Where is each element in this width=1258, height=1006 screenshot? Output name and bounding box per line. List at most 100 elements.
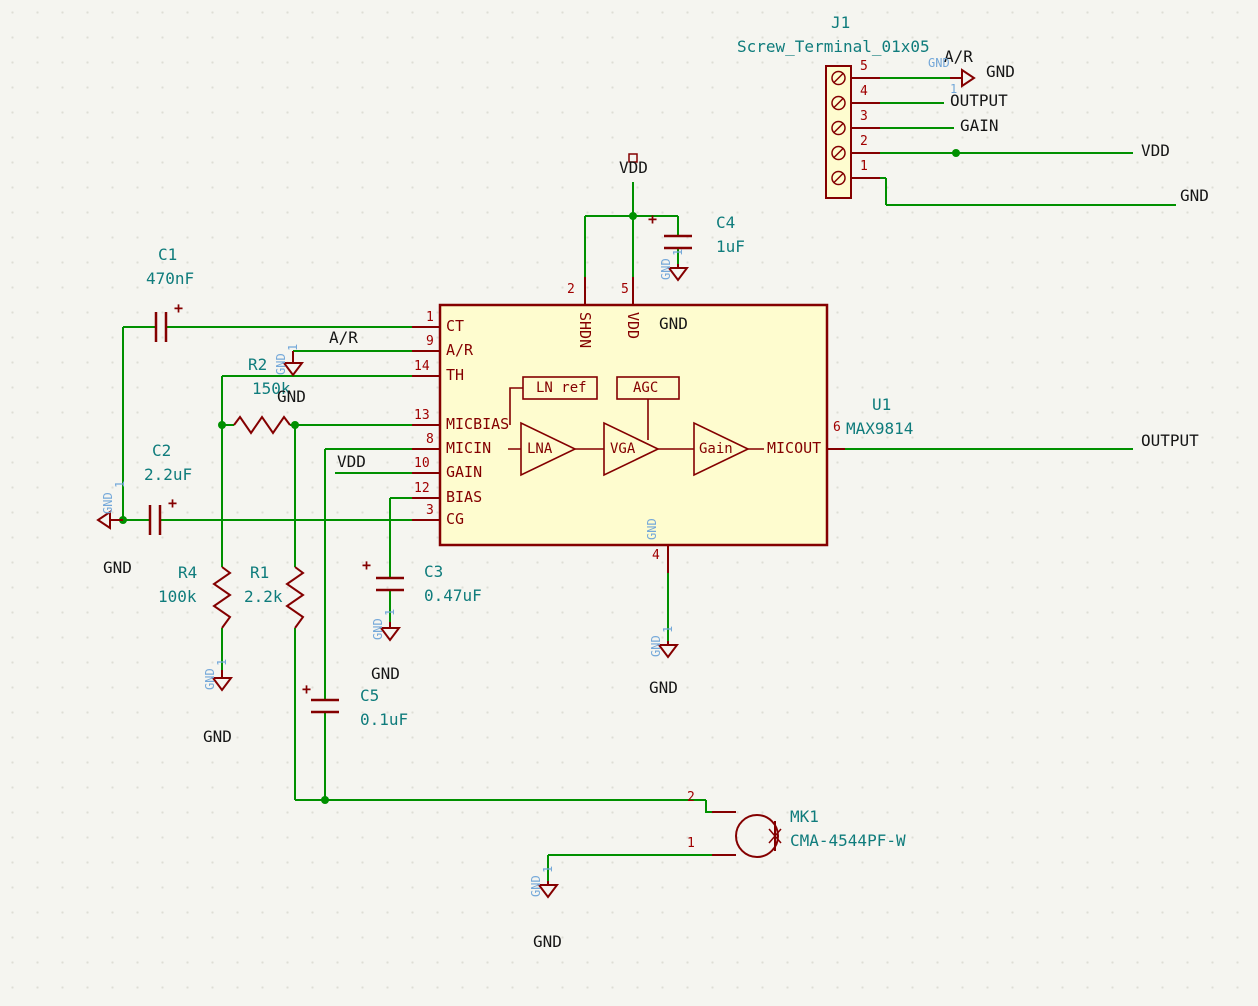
c5-symbol[interactable] — [311, 698, 339, 714]
gnd-text-c2[interactable]: GND — [103, 558, 132, 577]
gnd-symbol-c4[interactable] — [667, 264, 689, 282]
mk1-symbol[interactable] — [712, 811, 782, 858]
u1-pin-num-4: 4 — [652, 548, 660, 563]
u1-pin-num-13: 13 — [414, 408, 430, 423]
c4-plus-sign: + — [648, 210, 658, 228]
net-label-ar-j1[interactable]: A/R — [944, 47, 973, 66]
net-label-output-j1[interactable]: OUTPUT — [950, 91, 1008, 110]
c2-plus-sign: + — [168, 494, 178, 512]
u1-ref[interactable]: U1 — [872, 395, 892, 414]
u1-pin-num-1: 1 — [426, 310, 434, 325]
r2-symbol[interactable] — [233, 415, 291, 435]
net-label-vdd-gain[interactable]: VDD — [337, 452, 366, 471]
c2-ref[interactable]: C2 — [152, 441, 172, 460]
c4-ref[interactable]: C4 — [716, 213, 736, 232]
gnd-text-j1-pin5[interactable]: GND — [986, 62, 1015, 81]
gnd-text-c3[interactable]: GND — [371, 664, 400, 683]
gnd-text-j1-pin1[interactable]: GND — [1180, 186, 1209, 205]
u1-pin-name-vdd: VDD — [624, 312, 642, 340]
net-label-vdd-j1[interactable]: VDD — [1141, 141, 1170, 160]
c3-value[interactable]: 0.47uF — [424, 586, 482, 605]
r4-symbol[interactable] — [212, 566, 232, 629]
gnd-text-u1[interactable]: GND — [649, 678, 678, 697]
mk1-pin-num-2: 2 — [687, 790, 695, 805]
u1-pin-num-2: 2 — [567, 282, 575, 297]
r4-ref[interactable]: R4 — [178, 563, 198, 582]
u1-pin-num-12: 12 — [414, 481, 430, 496]
gnd-hidden-num-ar: 1 — [286, 343, 300, 351]
u1-pin-name-micbias: MICBIAS — [446, 415, 510, 433]
gnd-hidden-name-c3: GND — [371, 618, 385, 640]
gnd-hidden-name-u1: GND — [649, 635, 663, 657]
vdd-wire-end-square — [628, 153, 638, 163]
net-label-vdd-top[interactable]: VDD — [619, 158, 648, 177]
u1-value[interactable]: MAX9814 — [846, 419, 914, 438]
net-label-output-right[interactable]: OUTPUT — [1141, 431, 1199, 450]
u1-symbol[interactable] — [412, 277, 845, 573]
r4-value[interactable]: 100k — [158, 587, 197, 606]
u1-pin-name-micout: MICOUT — [767, 439, 822, 457]
gnd-text-c4[interactable]: GND — [659, 314, 688, 333]
j1-symbol[interactable] — [825, 65, 880, 199]
gnd-hidden-name-j1: GND — [928, 56, 950, 70]
u1-pin-name-th: TH — [446, 366, 465, 384]
mk1-pin-num-1: 1 — [687, 836, 695, 851]
c5-value[interactable]: 0.1uF — [360, 710, 409, 729]
c4-value[interactable]: 1uF — [716, 237, 745, 256]
net-label-ar-left[interactable]: A/R — [329, 328, 358, 347]
gnd-hidden-num-mic: 1 — [541, 865, 555, 873]
gnd-text-ar[interactable]: GND — [277, 387, 306, 406]
u1-pin-num-9: 9 — [426, 334, 434, 349]
gnd-hidden-name-ar: GND — [274, 353, 288, 375]
gnd-text-mic[interactable]: GND — [533, 932, 562, 951]
c2-value[interactable]: 2.2uF — [144, 465, 193, 484]
gnd-hidden-name-c4: GND — [659, 258, 673, 280]
r1-ref[interactable]: R1 — [250, 563, 270, 582]
gnd-hidden-name-c2: GND — [101, 492, 115, 514]
c5-plus-sign: + — [302, 680, 312, 698]
r2-value[interactable]: 150k — [252, 379, 291, 398]
mk1-ref[interactable]: MK1 — [790, 807, 819, 826]
c1-symbol[interactable] — [154, 312, 168, 342]
gnd-hidden-num-c3: 1 — [383, 608, 397, 616]
c1-value[interactable]: 470nF — [146, 269, 195, 288]
mk1-value[interactable]: CMA-4544PF-W — [790, 831, 906, 850]
r1-value[interactable]: 2.2k — [244, 587, 283, 606]
u1-pin-name-ar: A/R — [446, 341, 474, 359]
gnd-symbol-j1[interactable] — [950, 68, 976, 88]
wire-net[interactable] — [122, 77, 1176, 881]
u1-pin-name-gnd-bottom: GND — [645, 518, 659, 540]
junction-dot — [119, 149, 960, 804]
net-label-gain-j1[interactable]: GAIN — [960, 116, 999, 135]
r2-ref[interactable]: R2 — [248, 355, 268, 374]
gnd-symbol-ar[interactable] — [282, 351, 304, 377]
c1-ref[interactable]: C1 — [158, 245, 178, 264]
gnd-symbol-mic[interactable] — [537, 881, 559, 899]
gnd-symbol-c3[interactable] — [379, 622, 401, 642]
j1-ref[interactable]: J1 — [831, 13, 851, 32]
c4-symbol[interactable] — [664, 234, 692, 250]
gnd-symbol-c2[interactable] — [96, 510, 123, 530]
u1-block-gain: Gain — [699, 441, 733, 457]
c3-ref[interactable]: C3 — [424, 562, 444, 581]
gnd-text-r4[interactable]: GND — [203, 727, 232, 746]
j1-pin-num-2: 2 — [860, 134, 868, 149]
j1-pin-num-3: 3 — [860, 109, 868, 124]
u1-pin-num-14: 14 — [414, 359, 430, 374]
j1-value[interactable]: Screw_Terminal_01x05 — [737, 37, 930, 56]
u1-pin-name-gain: GAIN — [446, 463, 483, 481]
c5-ref[interactable]: C5 — [360, 686, 380, 705]
r1-symbol[interactable] — [285, 566, 305, 629]
c3-plus-sign: + — [362, 556, 372, 574]
j1-pin-num-4: 4 — [860, 84, 868, 99]
u1-pin-num-8: 8 — [426, 432, 434, 447]
c1-plus-sign: + — [174, 299, 184, 317]
gnd-hidden-name-r4: GND — [203, 668, 217, 690]
gnd-symbol-u1[interactable] — [657, 641, 679, 659]
c2-symbol[interactable] — [148, 505, 162, 535]
gnd-hidden-num-c4: 1 — [671, 248, 685, 256]
c3-symbol[interactable] — [376, 576, 404, 592]
gnd-hidden-num-j1: 1 — [950, 82, 958, 96]
gnd-symbol-r4[interactable] — [211, 670, 233, 692]
